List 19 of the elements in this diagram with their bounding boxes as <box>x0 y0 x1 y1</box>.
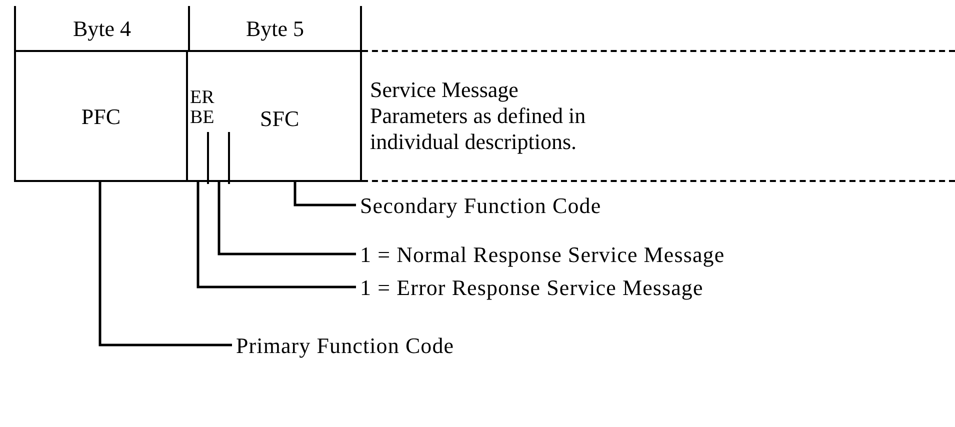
field-label: SFC <box>260 105 300 133</box>
parameter-area <box>362 50 955 182</box>
field-label: Secondary Function Code <box>360 192 602 220</box>
field-label: Primary Function Code <box>236 332 454 360</box>
bit-label: ER <box>190 88 214 107</box>
field-label: 1 = Normal Response Service Message <box>360 240 725 269</box>
leader-line <box>218 182 356 256</box>
field-label: Service Message Parameters as defined in individual descriptions. <box>370 77 587 155</box>
field-label: PFC <box>81 102 121 130</box>
leader-line <box>294 182 356 206</box>
field-label: 1 = Error Response Service Message <box>360 274 704 302</box>
field-box <box>188 50 362 182</box>
field-label: Byte 5 <box>246 14 304 43</box>
bit-label: BE <box>190 108 214 127</box>
field-box <box>14 50 188 182</box>
header-cell <box>188 6 362 50</box>
leader-line <box>98 182 232 346</box>
field-label: Byte 4 <box>72 14 132 43</box>
leader-line <box>196 182 356 288</box>
